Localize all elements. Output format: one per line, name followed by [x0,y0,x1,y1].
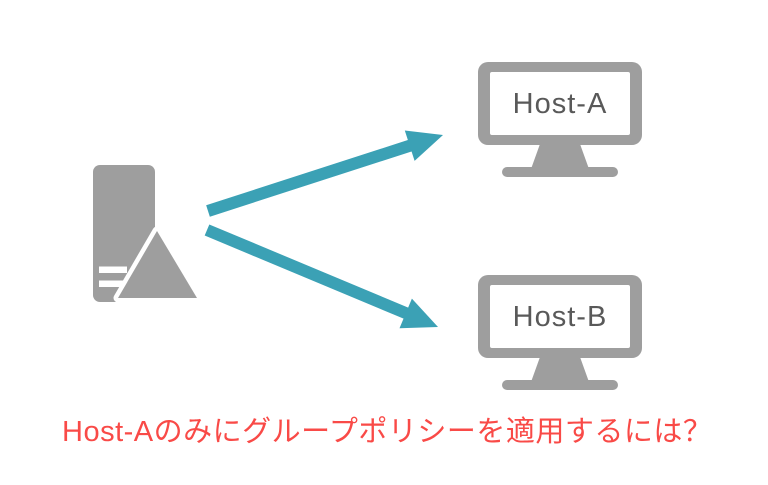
arrow-to-host-a-head [404,130,443,161]
arrow-to-host-b-shaft [204,224,411,320]
arrow-to-host-b-head [399,298,438,329]
host-b-monitor-icon: Host-B [478,275,642,390]
caption-question-text: Host-Aのみにグループポリシーを適用するには？ [62,415,712,448]
arrow-to-host-a-shaft [206,139,414,217]
host-a-label: Host-A [513,88,608,120]
server-slot-bottom [99,280,127,287]
host-a-monitor-screen [490,72,630,135]
arrow-to-host-a-icon [206,130,443,217]
host-b-monitor-base [502,380,618,390]
host-a-monitor-neck [531,144,589,169]
host-b-label: Host-B [513,301,608,333]
server-slot-top [99,266,127,273]
host-b-monitor-screen [490,285,630,348]
server-triangle-badge [113,226,202,303]
server-icon [93,165,202,303]
host-b-monitor-neck [531,357,589,382]
arrow-to-host-b-icon [204,224,438,329]
host-a-monitor-icon: Host-A [478,62,642,177]
host-a-monitor-base [502,167,618,177]
